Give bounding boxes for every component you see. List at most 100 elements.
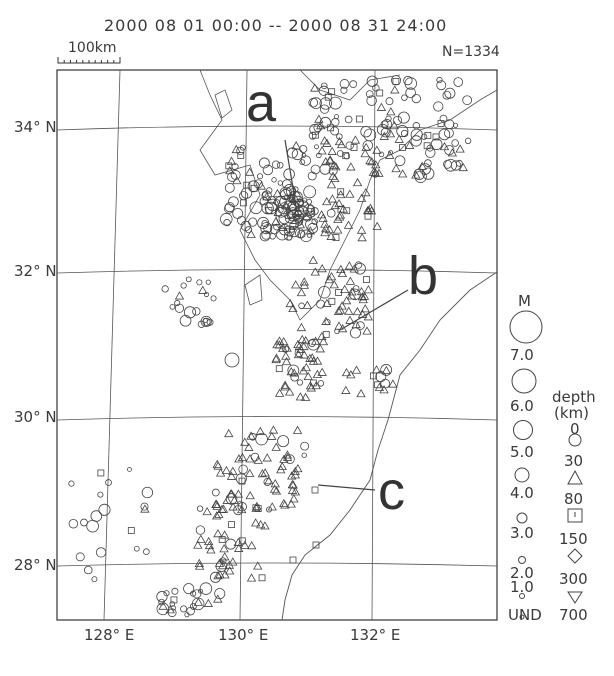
earthquake-event bbox=[174, 291, 185, 300]
earthquake-event bbox=[385, 150, 395, 159]
earthquake-event bbox=[295, 392, 306, 401]
earthquake-event bbox=[346, 162, 356, 171]
earthquake-event bbox=[280, 380, 290, 389]
earthquake-event bbox=[340, 284, 350, 294]
earthquake-event bbox=[442, 90, 452, 100]
earthquake-event bbox=[212, 511, 222, 520]
earthquake-event bbox=[303, 203, 316, 216]
earthquake-event bbox=[289, 494, 299, 503]
earthquake-event bbox=[455, 144, 465, 153]
earthquake-event bbox=[366, 75, 378, 87]
earthquake-event bbox=[290, 372, 300, 382]
earthquake-event bbox=[324, 225, 335, 234]
earthquake-event bbox=[198, 588, 203, 594]
earthquake-event bbox=[385, 97, 394, 106]
earthquake-event bbox=[365, 155, 375, 165]
earthquake-event bbox=[305, 226, 316, 235]
lon-label-128: 128° E bbox=[84, 626, 135, 644]
graticule bbox=[56, 69, 498, 621]
earthquake-event bbox=[322, 298, 332, 307]
earthquake-event bbox=[97, 469, 105, 477]
earthquake-event bbox=[363, 205, 374, 215]
legend-m2: 2.0 bbox=[510, 564, 534, 582]
earthquake-event bbox=[204, 540, 215, 550]
earthquake-event bbox=[300, 155, 312, 166]
earthquake-event bbox=[277, 461, 287, 471]
earthquake-event bbox=[357, 309, 368, 318]
earthquake-event bbox=[334, 212, 345, 221]
earthquake-event bbox=[295, 228, 305, 239]
earthquake-event bbox=[270, 479, 280, 488]
legend-m6: 6.0 bbox=[510, 397, 534, 415]
earthquake-event bbox=[392, 115, 403, 126]
earthquake-event bbox=[282, 345, 290, 353]
legend-depth-inverted-triangle bbox=[567, 591, 583, 604]
earthquake-event bbox=[336, 189, 346, 199]
earthquake-event bbox=[421, 133, 428, 140]
earthquake-event bbox=[322, 138, 332, 147]
earthquake-event bbox=[165, 605, 175, 614]
earthquake-event bbox=[284, 387, 295, 396]
earthquake-event bbox=[277, 180, 284, 186]
earthquake-event bbox=[247, 541, 257, 550]
earthquake-event bbox=[287, 207, 299, 219]
earthquake-event bbox=[98, 503, 111, 516]
earthquake-event bbox=[379, 385, 389, 394]
earthquake-event bbox=[263, 478, 272, 486]
earthquake-event bbox=[211, 499, 222, 508]
earthquake-event bbox=[156, 602, 170, 616]
earthquake-event bbox=[205, 279, 211, 285]
earthquake-event bbox=[320, 219, 330, 228]
earthquake-event bbox=[174, 303, 185, 313]
earthquake-event bbox=[331, 162, 341, 171]
earthquake-event bbox=[271, 160, 281, 169]
earthquake-event bbox=[195, 525, 206, 535]
earthquake-event bbox=[140, 504, 150, 513]
legend-m5-circle bbox=[513, 420, 533, 440]
earthquake-event bbox=[321, 316, 331, 325]
earthquake-event bbox=[362, 326, 372, 335]
earthquake-event bbox=[212, 501, 222, 510]
earthquake-event bbox=[140, 502, 149, 511]
earthquake-event bbox=[197, 320, 206, 328]
earthquake-event bbox=[223, 219, 231, 227]
earthquake-event bbox=[294, 209, 302, 218]
earthquake-event bbox=[95, 547, 107, 558]
earthquake-event bbox=[279, 454, 289, 463]
earthquake-event bbox=[80, 518, 88, 527]
earthquake-event bbox=[84, 565, 93, 575]
earthquake-event bbox=[253, 561, 263, 570]
earthquake-event bbox=[310, 83, 320, 92]
earthquake-event bbox=[345, 276, 356, 285]
earthquake-event bbox=[309, 211, 316, 218]
earthquake-event bbox=[280, 382, 290, 391]
lat-label-30: 30° N bbox=[14, 408, 57, 426]
earthquake-event bbox=[363, 128, 377, 142]
lon-label-132: 132° E bbox=[350, 626, 401, 644]
legend-depth-title: depth bbox=[552, 388, 596, 406]
earthquake-event bbox=[277, 435, 290, 448]
earthquake-event bbox=[297, 334, 307, 344]
earthquake-event bbox=[281, 356, 292, 366]
earthquake-event bbox=[228, 466, 238, 475]
annotation-lines bbox=[284, 139, 409, 491]
earthquake-event bbox=[396, 125, 409, 138]
earthquake-event bbox=[246, 229, 256, 238]
earthquake-event bbox=[215, 569, 225, 579]
earthquake-event bbox=[316, 299, 326, 309]
earthquake-event bbox=[310, 267, 320, 276]
earthquake-event bbox=[350, 144, 358, 151]
earthquake-event bbox=[257, 216, 270, 229]
earthquake-event bbox=[349, 327, 361, 339]
earthquake-event bbox=[332, 234, 340, 241]
earthquake-event bbox=[163, 590, 170, 597]
earthquake-event bbox=[196, 505, 204, 512]
earthquake-event bbox=[308, 131, 317, 140]
earthquake-event bbox=[105, 479, 112, 486]
earthquake-event bbox=[352, 285, 360, 292]
earthquake-event bbox=[228, 196, 239, 207]
earthquake-event bbox=[198, 285, 208, 294]
earthquake-event bbox=[237, 215, 247, 225]
earthquake-event bbox=[285, 298, 295, 308]
earthquake-event bbox=[349, 80, 358, 89]
